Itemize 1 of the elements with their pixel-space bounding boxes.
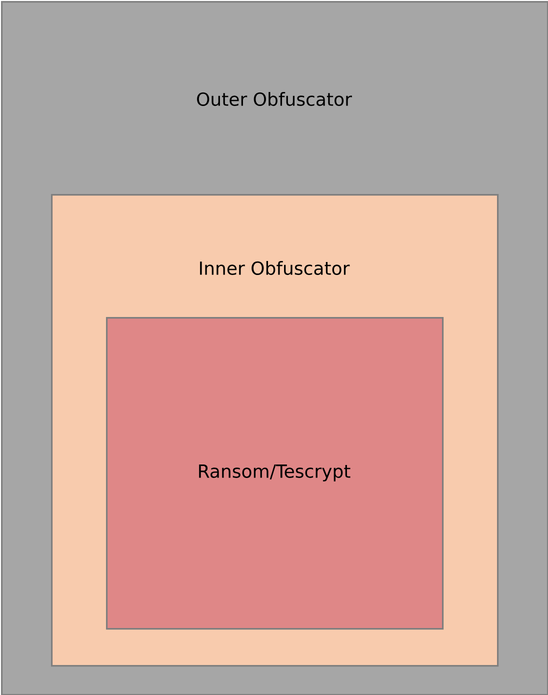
nested-box: Ransom/Tescrypt xyxy=(106,317,444,630)
